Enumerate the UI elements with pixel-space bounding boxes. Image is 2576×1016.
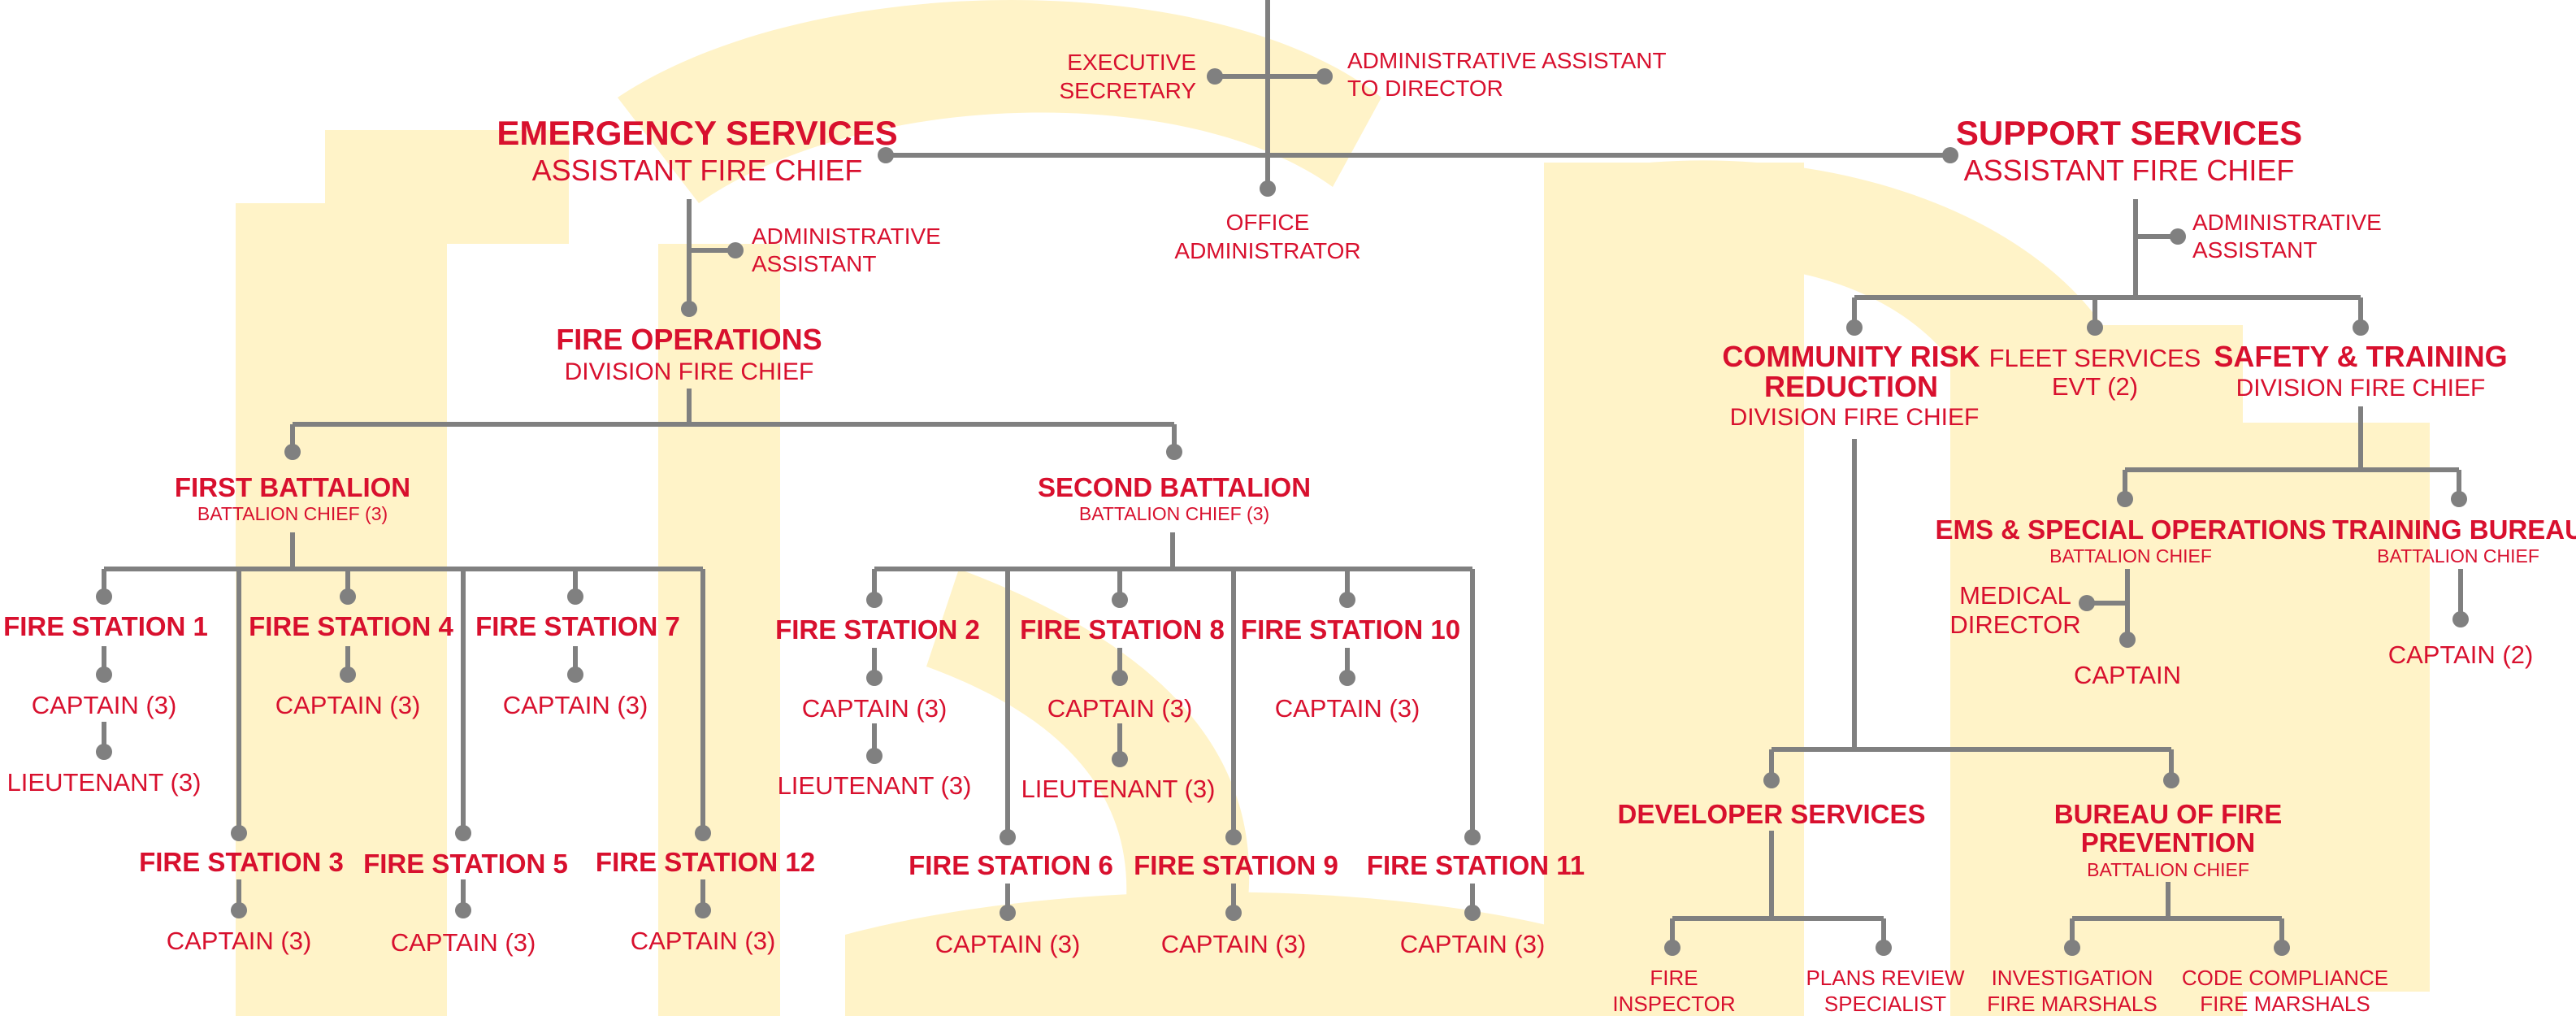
medical-director-line2: DIRECTOR <box>1949 610 2080 639</box>
executive-secretary-line2: SECRETARY <box>1059 78 1196 103</box>
admin-assistant-director-line2: TO DIRECTOR <box>1347 76 1503 101</box>
fire-station-6-captain: CAPTAIN (3) <box>935 930 1081 958</box>
fire-station-10-captain: CAPTAIN (3) <box>1275 694 1420 723</box>
fire-station-3-captain: CAPTAIN (3) <box>167 927 312 955</box>
fire-station-12-captain: CAPTAIN (3) <box>631 927 776 955</box>
fire-station-3: FIRE STATION 3 <box>139 847 344 877</box>
admin-assistant-director-line1: ADMINISTRATIVE ASSISTANT <box>1347 48 1667 73</box>
fire-operations-title: FIRE OPERATIONS <box>556 323 822 356</box>
bureau-fire-prevention-subtitle: BATTALION CHIEF <box>2087 859 2249 880</box>
code-compliance-line1: CODE COMPLIANCE <box>2182 966 2388 990</box>
fire-station-4: FIRE STATION 4 <box>249 611 453 641</box>
fire-station-7: FIRE STATION 7 <box>475 611 680 641</box>
support-admin-assistant-line1: ADMINISTRATIVE <box>2192 210 2382 235</box>
office-administrator-line2: ADMINISTRATOR <box>1174 238 1360 263</box>
developer-services-title: DEVELOPER SERVICES <box>1617 799 1925 829</box>
training-bureau-subtitle: BATTALION CHIEF <box>2377 545 2539 567</box>
executive-secretary-line1: EXECUTIVE <box>1067 50 1196 75</box>
fire-station-11: FIRE STATION 11 <box>1367 850 1585 880</box>
fire-station-2: FIRE STATION 2 <box>775 614 980 645</box>
training-bureau-captain: CAPTAIN (2) <box>2388 640 2534 669</box>
first-battalion-subtitle: BATTALION CHIEF (3) <box>197 503 388 524</box>
fire-station-8: FIRE STATION 8 <box>1020 614 1225 645</box>
community-risk-title-line1: COMMUNITY RISK <box>1722 340 1980 373</box>
support-services-subtitle: ASSISTANT FIRE CHIEF <box>1964 154 2295 187</box>
fire-station-7-captain: CAPTAIN (3) <box>503 691 648 719</box>
fire-station-8-lieutenant: LIEUTENANT (3) <box>1021 775 1216 803</box>
connector-lines <box>102 0 2463 948</box>
investigation-line1: INVESTIGATION <box>1992 966 2153 990</box>
plans-review-line2: SPECIALIST <box>1824 992 1946 1016</box>
office-administrator-line1: OFFICE <box>1226 210 1310 235</box>
training-bureau-title: TRAINING BUREAU <box>2332 515 2576 545</box>
fire-station-1-lieutenant: LIEUTENANT (3) <box>7 768 202 797</box>
fire-station-8-captain: CAPTAIN (3) <box>1047 694 1193 723</box>
ems-captain: CAPTAIN <box>2074 661 2181 689</box>
community-risk-subtitle: DIVISION FIRE CHIEF <box>1730 404 1980 431</box>
code-compliance-line2: FIRE MARSHALS <box>2200 992 2370 1016</box>
community-risk-title-line2: REDUCTION <box>1764 370 1938 403</box>
second-battalion-title: SECOND BATTALION <box>1038 472 1311 502</box>
investigation-line2: FIRE MARSHALS <box>1987 992 2158 1016</box>
fire-station-12: FIRE STATION 12 <box>596 847 815 877</box>
fire-station-5-captain: CAPTAIN (3) <box>391 928 536 957</box>
safety-training-subtitle: DIVISION FIRE CHIEF <box>2236 375 2486 402</box>
fire-station-2-lieutenant: LIEUTENANT (3) <box>778 771 972 800</box>
emergency-admin-assistant-line2: ASSISTANT <box>752 251 877 276</box>
plans-review-line1: PLANS REVIEW <box>1806 966 1965 990</box>
fire-station-9: FIRE STATION 9 <box>1134 850 1338 880</box>
fleet-services-line1: FLEET SERVICES <box>1989 344 2201 372</box>
first-battalion-title: FIRST BATTALION <box>175 472 410 502</box>
medical-director-line1: MEDICAL <box>1959 581 2071 610</box>
fire-inspector-line1: FIRE <box>1650 966 1698 990</box>
bureau-fire-prevention-title-line1: BUREAU OF FIRE <box>2054 799 2283 829</box>
emergency-services-subtitle: ASSISTANT FIRE CHIEF <box>532 154 863 187</box>
second-battalion-subtitle: BATTALION CHIEF (3) <box>1079 503 1269 524</box>
ems-special-operations-subtitle: BATTALION CHIEF <box>2049 545 2212 567</box>
fire-station-1: FIRE STATION 1 <box>3 611 208 641</box>
support-admin-assistant-line2: ASSISTANT <box>2192 237 2318 263</box>
emergency-admin-assistant-line1: ADMINISTRATIVE <box>752 224 941 249</box>
bureau-fire-prevention-title-line2: PREVENTION <box>2081 827 2256 858</box>
emergency-services-title: EMERGENCY SERVICES <box>497 114 897 152</box>
fire-station-2-captain: CAPTAIN (3) <box>802 694 948 723</box>
fire-station-6: FIRE STATION 6 <box>909 850 1113 880</box>
ems-special-operations-title: EMS & SPECIAL OPERATIONS <box>1935 515 2326 545</box>
fire-inspector-line2: INSPECTOR <box>1612 992 1735 1016</box>
fire-station-1-captain: CAPTAIN (3) <box>32 691 177 719</box>
fire-station-5: FIRE STATION 5 <box>363 849 568 879</box>
fire-station-10: FIRE STATION 10 <box>1241 614 1460 645</box>
watermark-emblem <box>236 0 2430 1016</box>
fire-station-11-captain: CAPTAIN (3) <box>1400 930 1546 958</box>
fire-operations-subtitle: DIVISION FIRE CHIEF <box>565 358 814 385</box>
safety-training-title: SAFETY & TRAINING <box>2214 340 2507 373</box>
fleet-services-line2: EVT (2) <box>2052 372 2138 401</box>
fire-station-9-captain: CAPTAIN (3) <box>1161 930 1307 958</box>
connector-dots <box>96 68 2469 956</box>
fire-station-4-captain: CAPTAIN (3) <box>275 691 421 719</box>
support-services-title: SUPPORT SERVICES <box>1956 114 2302 152</box>
